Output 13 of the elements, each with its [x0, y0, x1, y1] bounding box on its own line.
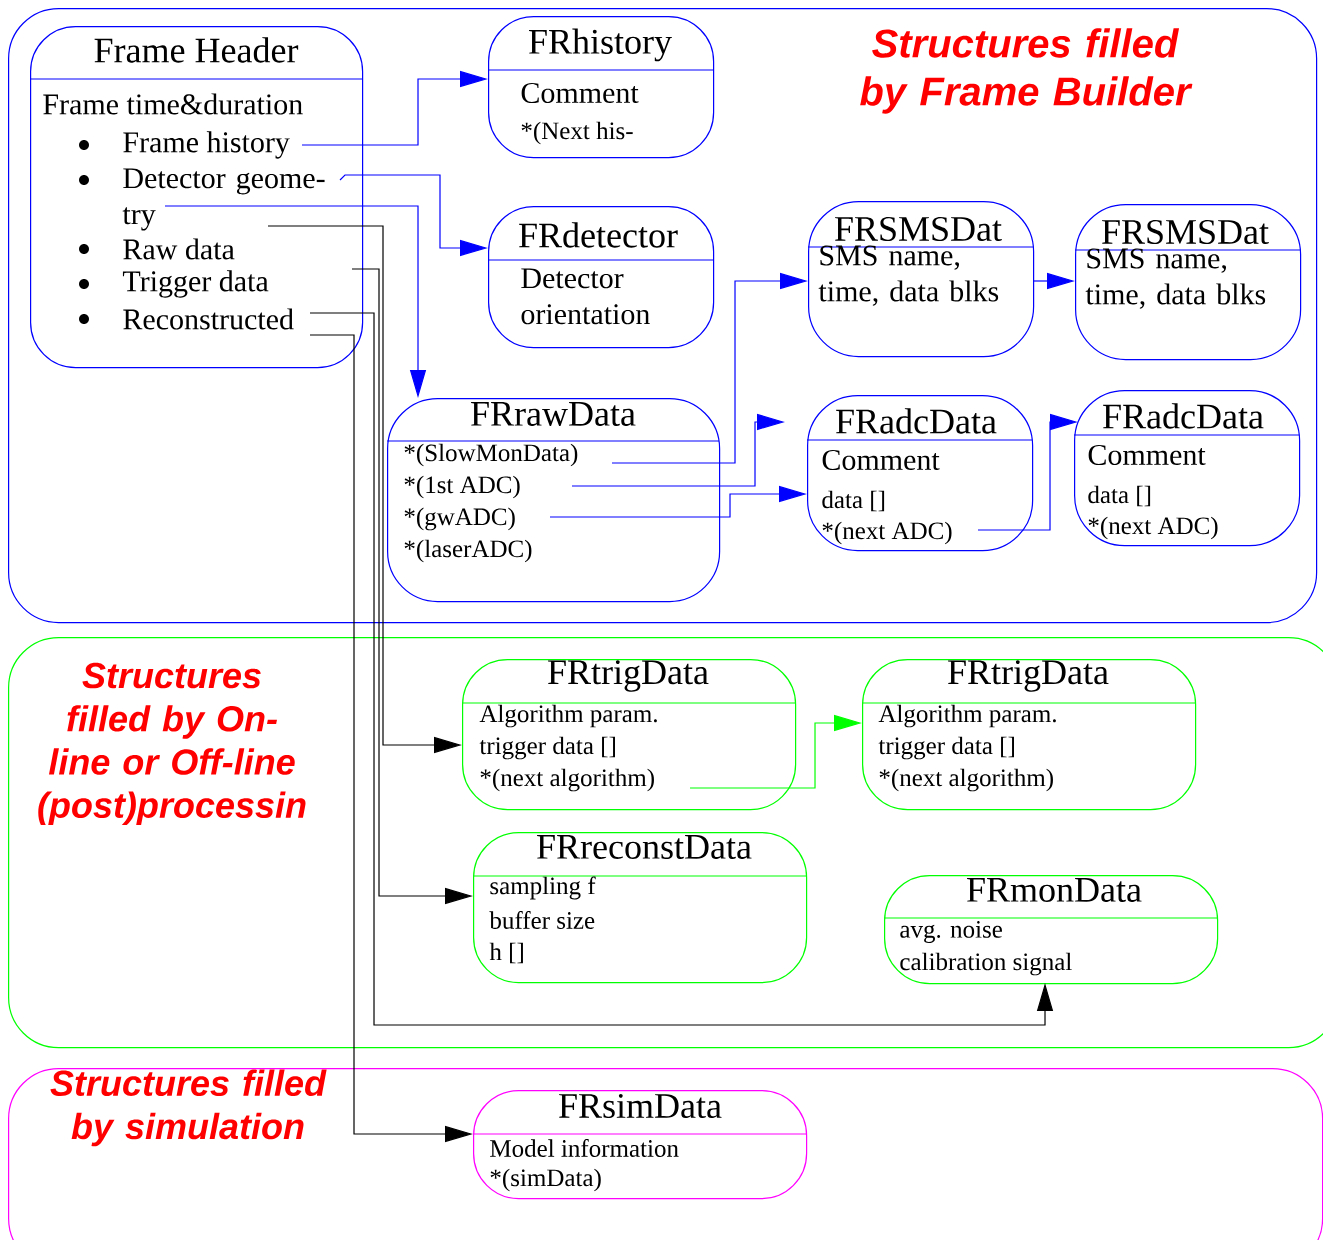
structure-box: FRreconstData sampling f buffer size h [] [472, 832, 808, 984]
structure-box: FRrawData *(SlowMonData) *(1st ADC) *(gwADC) *(laserADC) [386, 398, 721, 603]
structure-box: FRtrigData Algorithm param. trigger data [] *(next algorithm) [861, 659, 1197, 811]
structure-box: FRSMSDat SMS name, time, data blks [807, 201, 1035, 358]
structure-box: Frame Header Frame time&duration Frame history Detector geome- try Raw data Trigger data Reconstructed [29, 26, 364, 369]
structure-box: FRadcData Comment data [] *(next ADC) [806, 395, 1034, 552]
structure-box: FRtrigData Algorithm param. trigger data [] *(next algorithm) [461, 659, 797, 811]
structure-box: FRmonData avg. noise calibration signal [883, 875, 1219, 985]
structure-box: FRsimData Model information *(simData) [472, 1090, 808, 1200]
structure-box: FRhistory Comment *(Next his- [487, 16, 715, 159]
structure-box: FRadcData Comment data [] *(next ADC) [1073, 390, 1301, 547]
structure-box: FRSMSDat SMS name, time, data blks [1074, 204, 1302, 361]
structure-box: FRdetector Detector orientation [487, 206, 715, 349]
